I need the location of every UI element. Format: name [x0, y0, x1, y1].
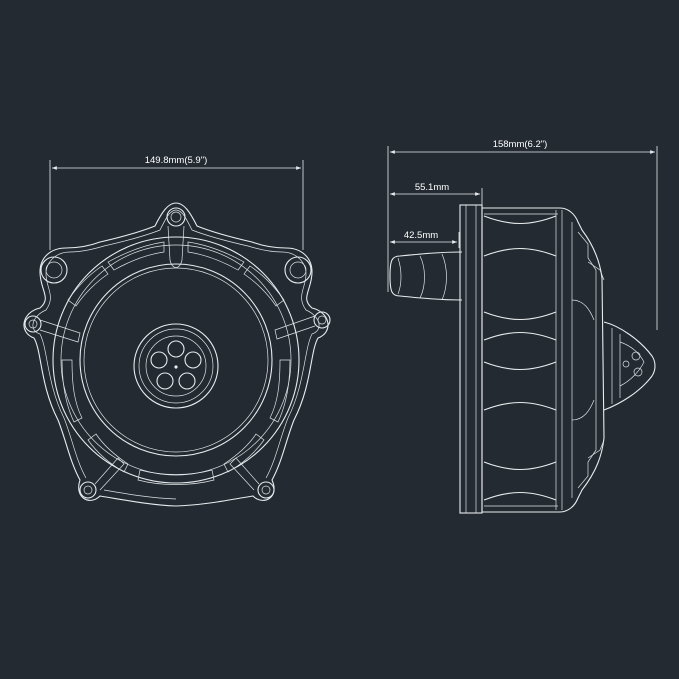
vent-slots	[61, 241, 291, 485]
side-housing	[481, 207, 605, 513]
back-plate	[459, 204, 483, 514]
inlet-tube	[389, 251, 463, 301]
side-mount-dimension: 55.1mm	[390, 182, 483, 205]
left-side-bolt	[24, 315, 42, 333]
side-inlet-dimension: 42.5mm	[390, 230, 460, 248]
front-width-dimension: 149.8mm(5.9")	[49, 155, 304, 250]
top-bolt	[166, 207, 186, 227]
side-mount-label: 55.1mm	[415, 182, 449, 193]
inner-ring	[79, 263, 273, 457]
side-view: 158mm(6.2") 55.1mm 42.5mm	[387, 139, 658, 514]
left-mount-hole	[40, 256, 68, 284]
side-total-label: 158mm(6.2")	[493, 139, 548, 150]
front-width-label: 149.8mm(5.9")	[145, 155, 208, 166]
center-hub	[133, 323, 219, 409]
bottom-right-bolt	[257, 481, 275, 499]
bottom-left-bolt	[79, 481, 97, 499]
outer-ring	[52, 236, 300, 484]
side-total-dimension: 158mm(6.2")	[387, 139, 658, 330]
front-view: 149.8mm(5.9")	[23, 155, 331, 507]
right-mount-hole	[284, 256, 312, 284]
outer-housing	[23, 202, 329, 507]
front-cap	[603, 321, 656, 411]
right-side-bolt	[313, 311, 331, 329]
side-inlet-label: 42.5mm	[404, 230, 438, 241]
